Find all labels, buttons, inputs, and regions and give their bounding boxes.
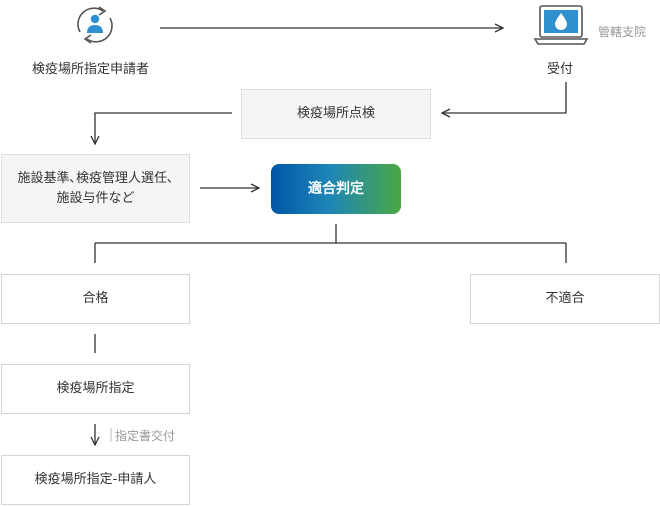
designation-box: 検疫場所指定 (1, 364, 190, 414)
inspection-label: 検疫場所点検 (296, 106, 375, 121)
final-box: 検疫場所指定-申請人 (1, 455, 190, 505)
jurisdiction-branch-note: 管轄支院 (598, 25, 647, 39)
fail-box: 不適合 (470, 274, 660, 324)
criteria-line-2: 施設与件など (56, 190, 135, 206)
person-refresh-icon (77, 6, 113, 44)
laptop-drop-icon (533, 5, 589, 45)
arrow-reception-to-inspection (442, 82, 567, 113)
pass-label: 合格 (82, 291, 109, 306)
certificate-issue-note: 指定書交付 (115, 429, 176, 443)
applicant-label: 検疫場所指定申請者 (32, 62, 150, 77)
criteria-box: 施設基準､検疫管理人選任､ 施設与件など (1, 154, 190, 223)
arrow-inspection-to-criteria (95, 112, 232, 144)
criteria-line-1: 施設基準､検疫管理人選任､ (17, 170, 174, 186)
designation-label: 検疫場所指定 (56, 381, 135, 396)
final-label: 検疫場所指定-申請人 (34, 472, 157, 487)
fail-label: 不適合 (545, 291, 585, 306)
pass-box: 合格 (1, 274, 190, 324)
inspection-box: 検疫場所点検 (241, 89, 431, 139)
reception-label: 受付 (547, 62, 574, 77)
decision-box: 適合判定 (271, 164, 401, 214)
decision-label: 適合判定 (308, 181, 364, 197)
